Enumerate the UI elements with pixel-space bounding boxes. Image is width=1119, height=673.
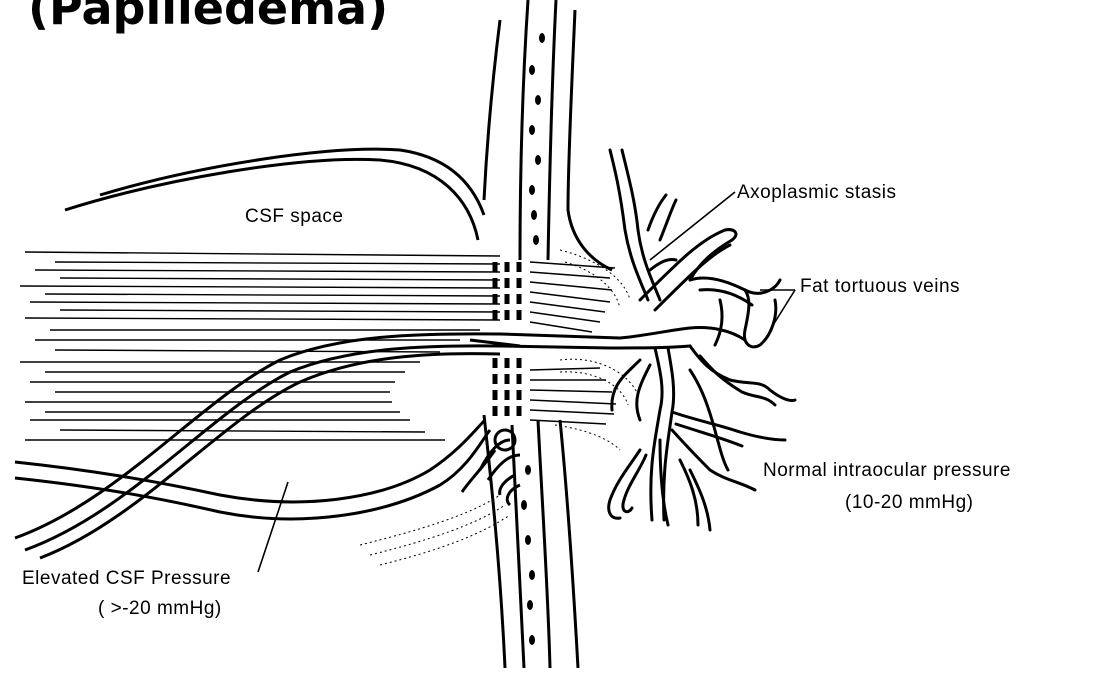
disc-swelling-stipple — [360, 250, 638, 565]
diagram-title: (Papilledema) — [28, 0, 388, 35]
label-fat-tortuous-veins: Fat tortuous veins — [800, 276, 960, 297]
lamina-cribrosa — [495, 262, 519, 420]
label-normal-iop-range: (10-20 mmHg) — [845, 492, 973, 513]
label-elevated-csf-range: ( >-20 mmHg) — [98, 598, 222, 619]
label-axoplasmic-stasis: Axoplasmic stasis — [737, 182, 897, 203]
central-retinal-vessels — [15, 334, 620, 558]
label-elevated-csf: Elevated CSF Pressure — [22, 568, 231, 589]
label-csf-space: CSF space — [245, 206, 343, 227]
label-normal-iop: Normal intraocular pressure — [763, 460, 1011, 481]
sclera-dots — [521, 33, 545, 645]
